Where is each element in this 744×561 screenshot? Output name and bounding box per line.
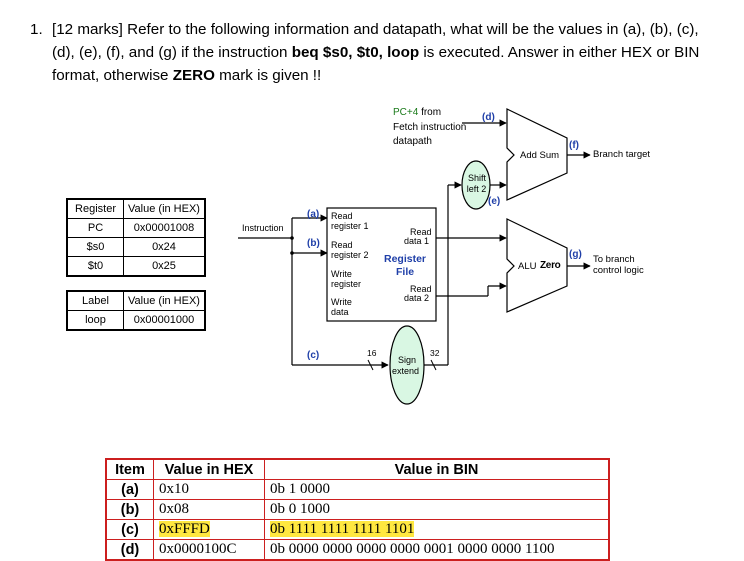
table-cell: 0x24 — [123, 237, 206, 257]
register-table: Register Value (in HEX) PC 0x00001008 $s… — [66, 198, 206, 277]
to-branch-label-2: control logic — [593, 265, 644, 276]
shift-label-2: left 2 — [466, 184, 487, 194]
table-header: Label — [66, 290, 124, 311]
read-data2-label: Read — [410, 284, 432, 294]
instruction-label: Instruction — [242, 223, 284, 233]
hex-cell: 0xFFFD — [153, 519, 265, 540]
adder-shape — [506, 108, 568, 201]
item-cell: (b) — [105, 499, 154, 520]
mark-d: (d) — [482, 112, 495, 123]
add-sum-label: Add Sum — [520, 150, 560, 161]
table-row: Label Value (in HEX) — [66, 290, 206, 311]
read-data2-label: data 2 — [404, 293, 430, 303]
table-row: PC 0x00001008 — [66, 218, 206, 238]
question-part: is executed. Answer in either HEX or BIN… — [52, 44, 700, 84]
label-table: Label Value (in HEX) loop 0x00001000 — [66, 290, 206, 331]
write-data-label: Write — [331, 297, 352, 307]
pc4-label-line4: datapath — [393, 136, 432, 147]
mark-b: (b) — [307, 238, 320, 249]
question-text: [12 marks] Refer to the following inform… — [52, 18, 720, 87]
question-part: [12 marks] Refer to the following inform… — [52, 21, 699, 61]
sign-extend-label-2: extend — [392, 366, 420, 376]
hex-cell: 0x08 — [153, 499, 265, 520]
table-row: (d) 0x0000100C 0b 0000 0000 0000 0000 00… — [105, 539, 610, 561]
shift-label-1: Shift — [467, 173, 486, 183]
bits-32-label: 32 — [430, 348, 440, 358]
pc4-label: PC+4 from — [393, 107, 442, 118]
register-file-label: Register — [384, 253, 427, 265]
mark-f: (f) — [569, 140, 579, 151]
read-reg2-label: Read — [331, 240, 353, 250]
mark-c: (c) — [307, 350, 320, 361]
table-header: Value in BIN — [264, 458, 610, 480]
table-row: Item Value in HEX Value in BIN — [105, 458, 610, 480]
mark-a: (a) — [307, 209, 320, 220]
bin-cell: 0b 0 1000 — [264, 499, 610, 520]
item-cell: (a) — [105, 479, 154, 500]
branch-target-label: Branch target — [593, 149, 651, 160]
question-zero: ZERO — [172, 67, 215, 84]
table-row: loop 0x00001000 — [66, 310, 206, 331]
table-header: Value in HEX — [153, 458, 265, 480]
read-reg1-label: register 1 — [331, 221, 369, 231]
mark-g: (g) — [569, 249, 582, 260]
table-header: Item — [105, 458, 154, 480]
answer-table: Item Value in HEX Value in BIN (a) 0x10 … — [105, 458, 610, 561]
table-row: $s0 0x24 — [66, 237, 206, 257]
table-row: (a) 0x10 0b 1 0000 — [105, 479, 610, 500]
zero-label: Zero — [540, 260, 561, 271]
read-data1-label: data 1 — [404, 236, 430, 246]
table-row: Register Value (in HEX) — [66, 198, 206, 219]
bits-16-label: 16 — [367, 348, 377, 358]
table-row: (c) 0xFFFD 0b 1111 1111 1111 1101 — [105, 519, 610, 540]
table-cell: $t0 — [66, 256, 124, 277]
question-part: mark is given !! — [214, 67, 322, 84]
read-reg2-label: register 2 — [331, 250, 369, 260]
mark-e: (e) — [488, 196, 501, 207]
write-reg-label: Write — [331, 269, 352, 279]
bin-cell: 0b 1 0000 — [264, 479, 610, 500]
alu-label: ALU — [518, 261, 537, 272]
read-reg1-label: Read — [331, 211, 353, 221]
item-cell: (c) — [105, 519, 154, 540]
table-row: $t0 0x25 — [66, 256, 206, 277]
to-branch-label: To branch — [593, 254, 635, 265]
register-file-box — [326, 207, 437, 322]
read-data1-label: Read — [410, 227, 432, 237]
alu-shape — [506, 218, 568, 313]
hex-cell: 0x10 — [153, 479, 265, 500]
sign-extend-label: Sign — [398, 355, 417, 365]
table-row: (b) 0x08 0b 0 1000 — [105, 499, 610, 520]
question-instruction: beq $s0, $t0, loop — [291, 44, 420, 61]
hex-cell: 0x0000100C — [153, 539, 265, 561]
table-cell: $s0 — [66, 237, 124, 257]
pc4-label-line3: Fetch instruction — [393, 122, 467, 133]
highlighted-hex: 0xFFFD — [159, 521, 210, 537]
write-data-label: data — [331, 307, 349, 317]
bin-cell: 0b 1111 1111 1111 1101 — [264, 519, 610, 540]
write-reg-label: register — [331, 279, 362, 289]
highlighted-bin: 0b 1111 1111 1111 1101 — [270, 521, 415, 537]
table-cell: 0x25 — [123, 256, 206, 277]
question-number: 1. — [30, 21, 43, 38]
register-file-label-2: File — [396, 266, 415, 278]
table-cell: 0x00001000 — [123, 310, 206, 331]
